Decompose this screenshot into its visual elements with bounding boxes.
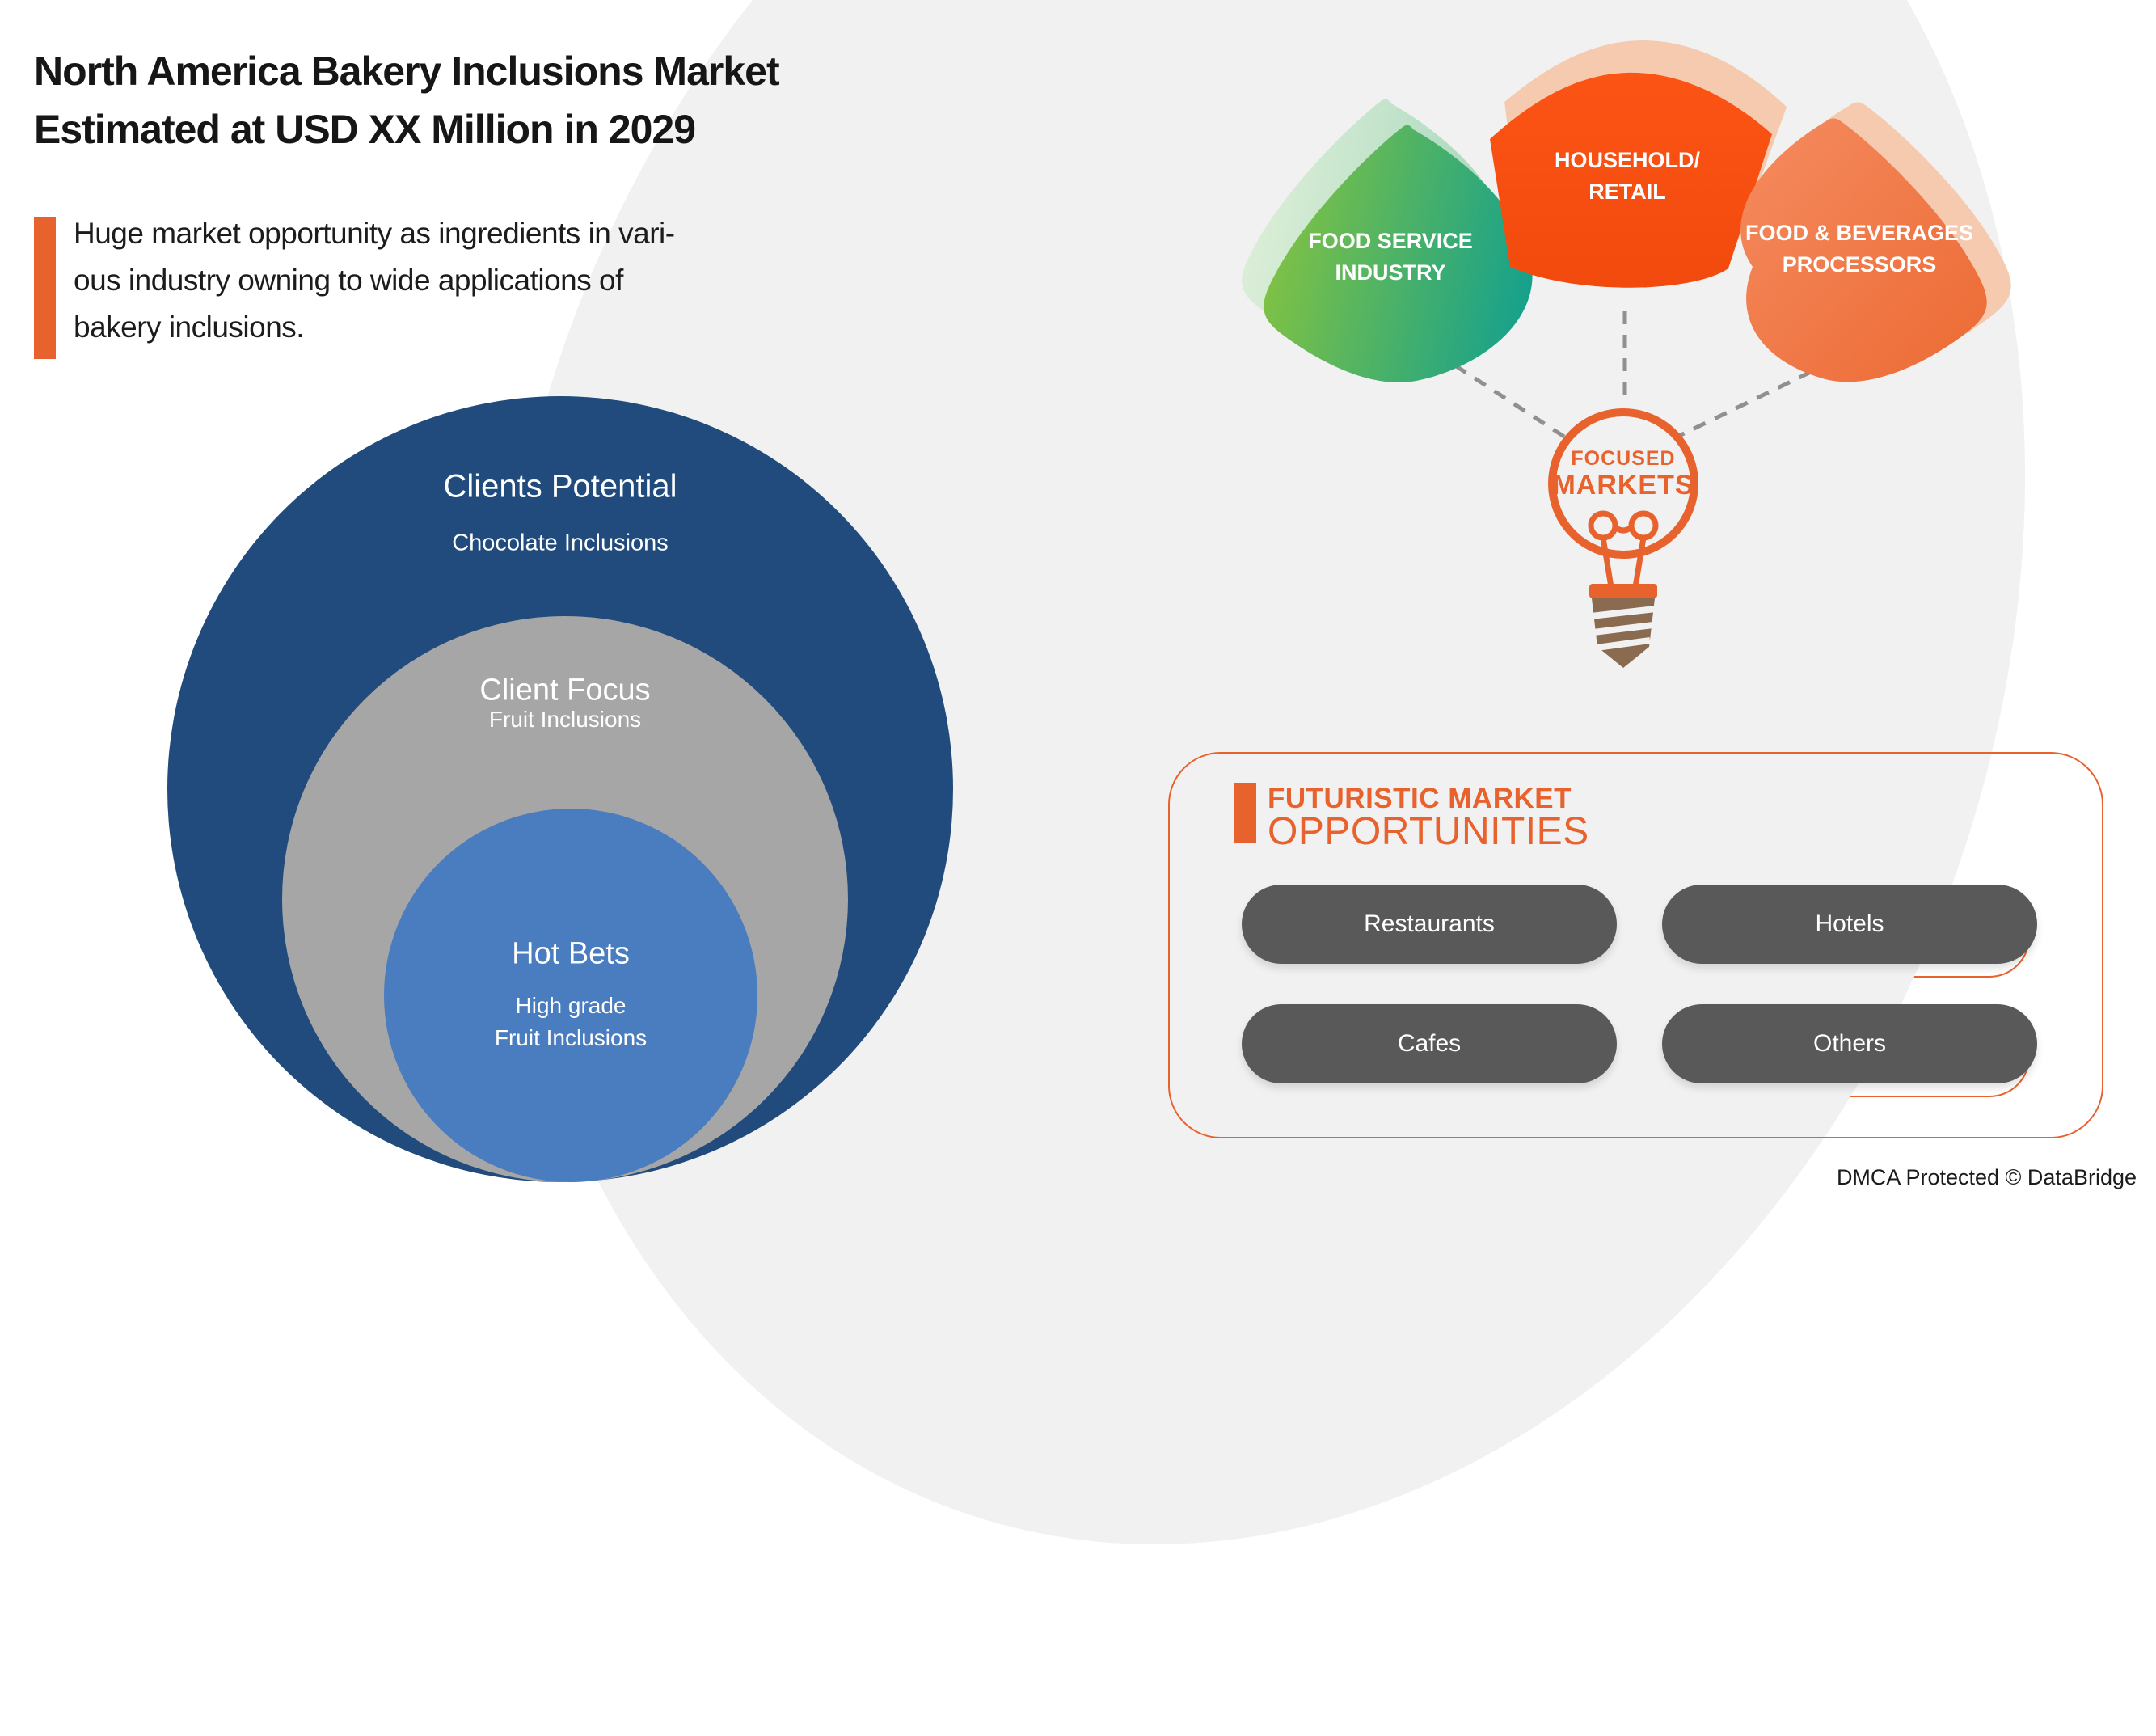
clients-potential-label: Clients Potential: [443, 468, 677, 505]
opportunity-pill-cafes: Cafes: [1231, 1004, 1617, 1097]
petal-food-beverages-processors: [1740, 102, 2011, 382]
heading-line-2: OPPORTUNITIES: [1268, 810, 1589, 853]
petal-household-retail: [1490, 40, 1787, 288]
household-retail-label: HOUSEHOLD/ RETAIL: [1554, 148, 1700, 204]
opportunity-pill-restaurants: Restaurants: [1231, 885, 1617, 978]
focused-markets-label: FOCUSED MARKETS: [1552, 446, 1694, 500]
food-beverages-processors-label: FOOD & BEVERAGES PROCESSORS: [1745, 221, 1974, 277]
focused-label-line1: FOCUSED: [1571, 447, 1676, 470]
hot-bets-sublabel: High grade Fruit Inclusions: [494, 993, 648, 1050]
title-line-1: North America Bakery Inclusions Market: [34, 49, 780, 94]
lead-text: Huge market opportunity as ingredients i…: [74, 217, 675, 344]
lead-block: Huge market opportunity as ingredients i…: [34, 217, 675, 359]
opportunity-pill-others: Others: [1652, 1004, 2037, 1097]
petal-food-service-shape: [1264, 125, 1533, 382]
clients-potential-sublabel: Chocolate Inclusions: [452, 530, 669, 556]
petal-food-service-industry: [1242, 99, 1533, 382]
client-focus-sublabel: Fruit Inclusions: [488, 707, 642, 732]
petal-household-shape: [1490, 72, 1772, 288]
heading-accent-bar: [1234, 783, 1256, 843]
opportunity-pill-hotels: Hotels: [1652, 885, 2037, 978]
client-focus-label: Client Focus: [479, 673, 651, 707]
dashed-connectors: [1454, 311, 1812, 441]
pill-label: Others: [1812, 1030, 1887, 1057]
focused-markets-graphic: [1242, 40, 2011, 668]
ring-hot-bets: [384, 809, 757, 1182]
petal-processors-shape: [1740, 118, 1987, 382]
hot-bets-label: Hot Bets: [512, 936, 630, 971]
infographic-canvas: North America Bakery Inclusions Market E…: [34, 0, 2156, 1736]
pill-label: Restaurants: [1364, 910, 1495, 937]
food-service-industry-label: FOOD SERVICE INDUSTRY: [1308, 229, 1473, 285]
light-bulb-icon: [1548, 408, 1698, 668]
title-line-2: Estimated at USD XX Million in 2029: [34, 107, 696, 152]
pill-label: Cafes: [1397, 1030, 1462, 1057]
accent-bar: [34, 217, 56, 359]
page-title: North America Bakery Inclusions Market E…: [34, 42, 780, 158]
futuristic-opportunities-panel: FUTURISTIC MARKET OPPORTUNITIES Restaura…: [1168, 752, 2103, 1138]
opportunities-heading: FUTURISTIC MARKET OPPORTUNITIES: [1234, 783, 1589, 852]
dmca-watermark: DMCA Protected © DataBridge: [1836, 1165, 2137, 1189]
heading-line-1: FUTURISTIC MARKET: [1268, 783, 1572, 814]
pill-label: Hotels: [1815, 910, 1884, 937]
focused-label-line2: MARKETS: [1552, 470, 1694, 501]
